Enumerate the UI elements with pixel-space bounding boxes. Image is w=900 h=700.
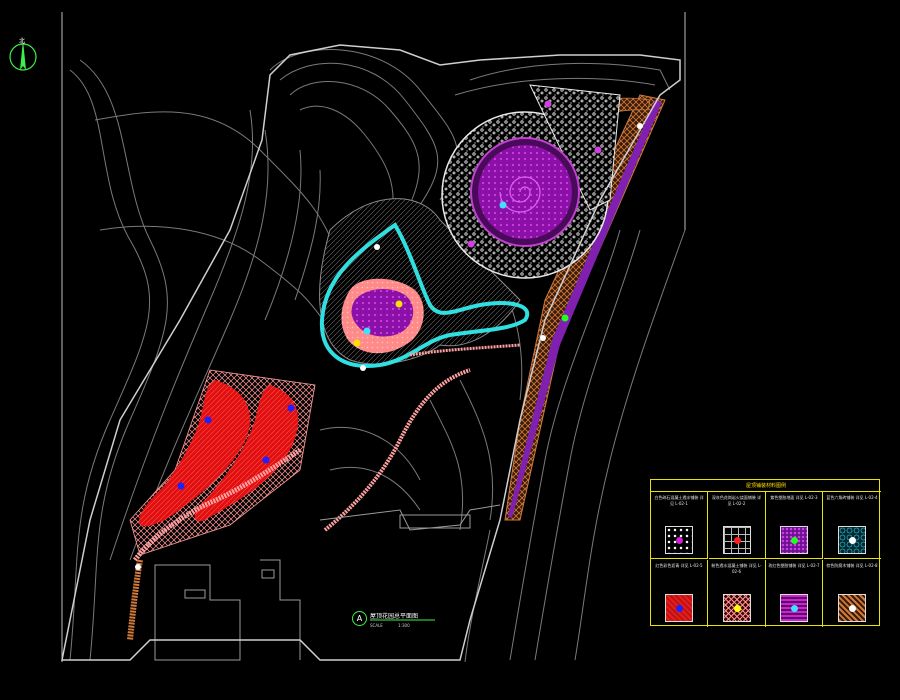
- marker-dot: [499, 201, 507, 209]
- red-play-zone-3: [139, 460, 195, 527]
- north-arrow: 北: [6, 36, 40, 76]
- marker-dot: [540, 335, 546, 341]
- legend-swatch: [780, 593, 808, 622]
- marker-dot: [594, 146, 602, 154]
- legend-marker-dot: [791, 537, 798, 544]
- north-arrow-graphic: [9, 40, 37, 71]
- legend-item-label: 深灰色花岗岩火烧面铺装 详见 L-02-2: [711, 495, 762, 506]
- marker-dot: [135, 564, 141, 570]
- legend-swatch: [780, 526, 808, 554]
- legend-item-label: 红色彩色沥青 详见 L-02-5: [655, 562, 703, 568]
- legend-swatch: [665, 526, 693, 554]
- legend-marker-dot: [676, 537, 683, 544]
- drawing-title-block: A 屋顶花园总平面图 SCALE 1:300: [352, 611, 442, 631]
- title-marker: A: [352, 611, 367, 626]
- legend-swatch: [722, 593, 751, 622]
- legend-marker-dot: [848, 604, 856, 612]
- marker-dot: [353, 339, 361, 347]
- red-play-zone-2: [194, 385, 299, 522]
- marker-dot: [544, 100, 552, 108]
- legend-marker-dot: [733, 604, 741, 612]
- legend-title: 屋顶铺装材料图例: [651, 481, 881, 492]
- legend-item-label: 棕色防腐木铺装 详见 L-02-8: [826, 562, 878, 568]
- legend-marker-dot: [676, 604, 683, 612]
- marker-dot: [360, 365, 366, 371]
- legend-item: 紫色塑胶地面 详见 L-02-3: [766, 492, 823, 559]
- legend-item: 玫红色塑胶铺装 详见 L-02-7: [766, 559, 823, 627]
- building-outlines: [154, 504, 501, 661]
- index-markers: [135, 100, 643, 570]
- legend-item-label: 白色碎石混凝土透水铺装 详见 L-02-1: [654, 495, 704, 506]
- legend-item: 蓝色六角砖铺装 详见 L-02-4: [823, 492, 881, 559]
- purple-edge-strip: [508, 100, 662, 518]
- legend-marker-dot: [791, 604, 798, 612]
- pink-path-south: [323, 368, 471, 532]
- marker-dot: [561, 314, 569, 322]
- legend-swatch: [722, 526, 751, 554]
- cyan-island-outline: [319, 222, 530, 368]
- legend-swatch: [837, 593, 866, 622]
- legend-item: 红色彩色沥青 详见 L-02-5: [651, 559, 708, 627]
- marker-dot: [395, 300, 403, 308]
- legend-swatch: [665, 593, 693, 622]
- site-boundary: [61, 44, 681, 661]
- pink-path-west: [133, 447, 302, 562]
- brown-path-west: [127, 559, 143, 641]
- marker-dot: [374, 244, 380, 250]
- marker-dot: [637, 123, 643, 129]
- marker-dot: [287, 404, 295, 412]
- scale-value: 1:300: [398, 623, 410, 628]
- marker-dot: [204, 416, 212, 424]
- plaza-purple-center: [478, 145, 572, 239]
- scale-label: SCALE: [370, 623, 383, 628]
- legend-item: 深灰色花岗岩火烧面铺装 详见 L-02-2: [708, 492, 766, 559]
- north-label: 北: [19, 38, 26, 45]
- marker-dot: [262, 456, 270, 464]
- legend-item-label: 紫色塑胶地面 详见 L-02-3: [770, 495, 818, 500]
- legend-item: 棕色防腐木铺装 详见 L-02-8: [824, 560, 881, 627]
- drawing-scale: SCALE 1:300: [370, 623, 410, 628]
- legend-item-label: 粉色透水混凝土铺装 详见 L-02-6: [711, 562, 762, 574]
- legend-item: 白色碎石混凝土透水铺装 详见 L-02-1: [651, 492, 708, 559]
- legend-marker-dot: [848, 537, 856, 544]
- legend-swatch: [837, 526, 866, 554]
- legend-item: 粉色透水混凝土铺装 详见 L-02-6: [709, 559, 766, 627]
- plaza-spiral: [499, 176, 541, 213]
- material-legend: 屋顶铺装材料图例 白色碎石混凝土透水铺装 详见 L-02-1 深灰色花岗岩火烧面铺…: [650, 479, 881, 627]
- legend-grid: 白色碎石混凝土透水铺装 详见 L-02-1 深灰色花岗岩火烧面铺装 详见 L-02…: [651, 492, 881, 627]
- legend-marker-dot: [733, 537, 741, 544]
- drawing-title: 屋顶花园总平面图: [370, 613, 419, 620]
- marker-dot: [467, 240, 475, 248]
- legend-item-label: 玫红色塑胶铺装 详见 L-02-7: [768, 562, 820, 568]
- pink-path-bridge: [409, 343, 521, 357]
- marker-dot: [363, 327, 371, 335]
- marker-dot: [177, 482, 185, 490]
- legend-item-label: 蓝色六角砖铺装 详见 L-02-4: [826, 495, 878, 500]
